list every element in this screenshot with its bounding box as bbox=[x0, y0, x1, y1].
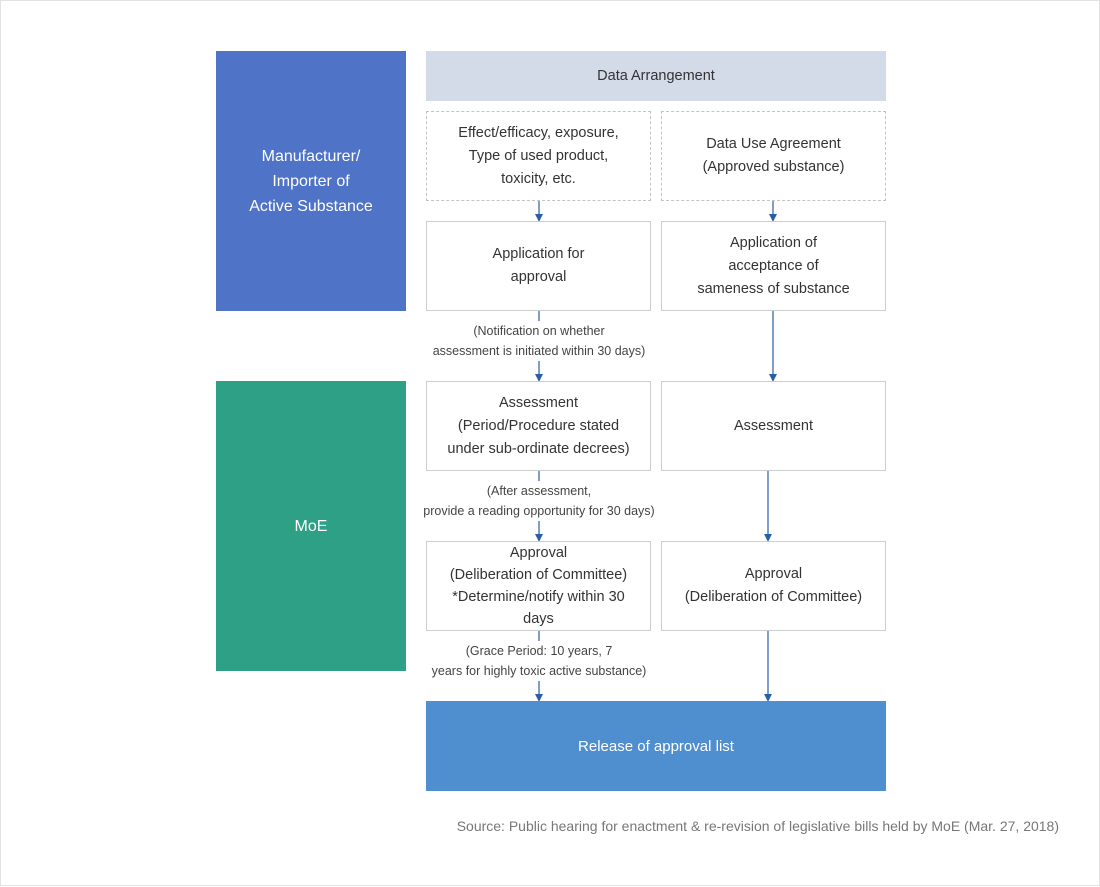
release-text: Release of approval list bbox=[578, 737, 734, 755]
left-data-text: Effect/efficacy, exposure,Type of used p… bbox=[458, 124, 619, 187]
source-caption: Source: Public hearing for enactment & r… bbox=[456, 818, 1059, 834]
right-approval-box: Approval(Deliberation of Committee) bbox=[661, 541, 886, 631]
data-arrangement-label: Data Arrangement bbox=[597, 67, 715, 84]
data-arrangement-header: Data Arrangement bbox=[426, 51, 886, 101]
left-approval-box: Approval(Deliberation of Committee)*Dete… bbox=[426, 541, 651, 631]
note-reading-opportunity-text: (After assessment,provide a reading oppo… bbox=[423, 484, 655, 518]
actor-moe-label: MoE bbox=[294, 517, 328, 535]
actor-moe: MoE bbox=[216, 381, 406, 671]
note-reading-opportunity: (After assessment,provide a reading oppo… bbox=[419, 481, 659, 521]
right-approval-text: Approval(Deliberation of Committee) bbox=[684, 566, 863, 605]
left-approval-text: Approval(Deliberation of Committee)*Dete… bbox=[449, 545, 628, 627]
right-assessment-text: Assessment bbox=[734, 417, 813, 434]
release-box: Release of approval list bbox=[426, 701, 886, 791]
left-data-box: Effect/efficacy, exposure,Type of used p… bbox=[426, 111, 651, 201]
right-data-text: Data Use Agreement(Approved substance) bbox=[702, 136, 845, 175]
right-assessment-box: Assessment bbox=[661, 381, 886, 471]
right-data-box: Data Use Agreement(Approved substance) bbox=[661, 111, 886, 201]
